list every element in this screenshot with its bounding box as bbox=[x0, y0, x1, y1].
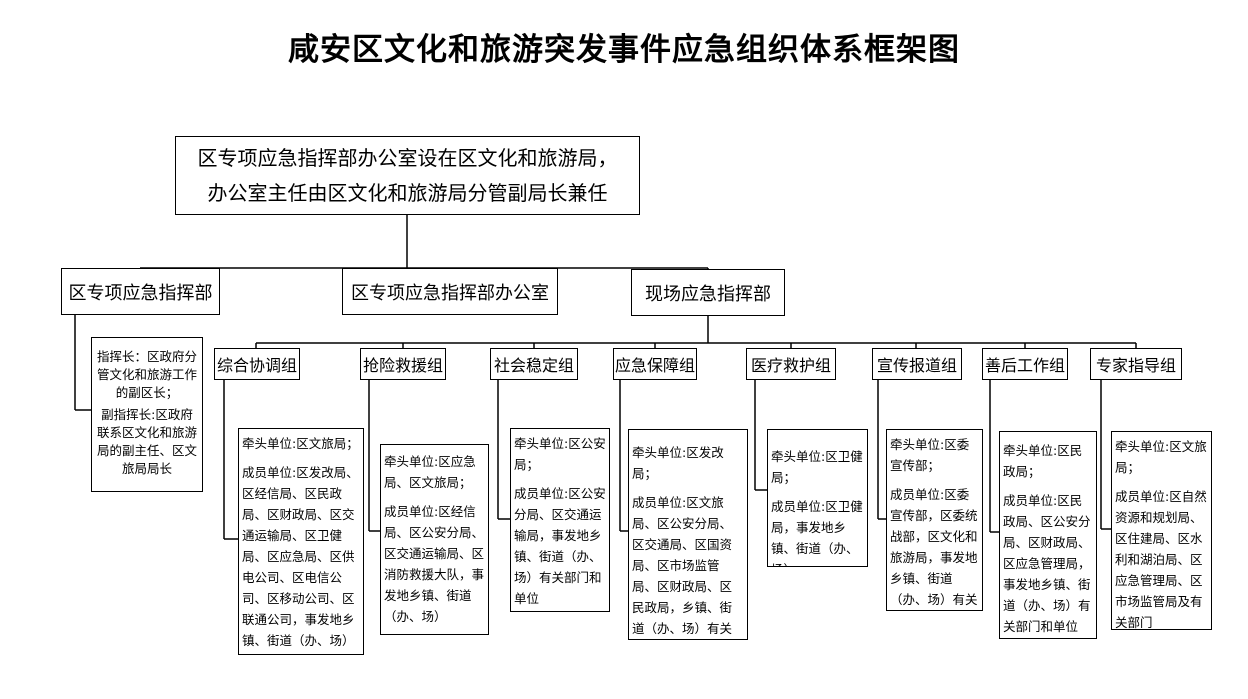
commander-text: 指挥长：区政府分管文化和旅游工作的副区长； bbox=[96, 349, 197, 400]
group-detail-coordination: 牵头单位:区文旅局； 成员单位:区发改局、区经信局、区民政局、区财政局、区交通运… bbox=[238, 428, 364, 655]
group-header-medical: 医疗救护组 bbox=[746, 348, 836, 380]
member-units-text: 成员单位:区文旅局、区公安分局、区交通局、区国资局、区市场监管局、区财政局、区民… bbox=[632, 495, 733, 636]
group-detail-rescue: 牵头单位:区应急局、区文旅局； 成员单位:区经信局、区公安分局、区交通运输局、区… bbox=[380, 444, 489, 635]
field-command-box: 现场应急指挥部 bbox=[631, 269, 785, 316]
lead-unit-text: 牵头单位:区文旅局； bbox=[242, 436, 359, 451]
member-units-text: 成员单位:区发改局、区经信局、区民政局、区财政局、区交通运输局、区卫健局、区应急… bbox=[242, 465, 359, 648]
office-header-line1: 区专项应急指挥部办公室设在区文化和旅游局， bbox=[197, 145, 618, 170]
office-header-box: 区专项应急指挥部办公室设在区文化和旅游局， 办公室主任由区文化和旅游局分管副局长… bbox=[175, 136, 640, 215]
group-header-stability: 社会稳定组 bbox=[490, 348, 578, 380]
group-detail-stability: 牵头单位:区公安局； 成员单位:区公安分局、区交通运输局，事发地乡镇、街道（办、… bbox=[510, 428, 610, 612]
member-units-text: 成员单位:区委宣传部，区委统战部，区文化和旅游局，事发地乡镇、街道（办、场）有关… bbox=[890, 487, 978, 607]
member-units-text: 成员单位:区民政局、区公安分局、区财政局、区应急管理局，事发地乡镇、街道（办、场… bbox=[1003, 493, 1091, 634]
office-header-line2: 办公室主任由区文化和旅游局分管副局长兼任 bbox=[207, 180, 608, 205]
lead-unit-text: 牵头单位:区应急局、区文旅局； bbox=[384, 454, 476, 490]
lead-unit-text: 牵头单位:区文旅局； bbox=[1115, 439, 1207, 475]
group-header-aftermath: 善后工作组 bbox=[982, 348, 1068, 380]
command-detail-box: 指挥长：区政府分管文化和旅游工作的副区长； 副指挥长:区政府联系区文化和旅游局的… bbox=[91, 337, 203, 492]
group-header-experts: 专家指导组 bbox=[1090, 348, 1182, 380]
command-office-box: 区专项应急指挥部办公室 bbox=[342, 268, 558, 315]
member-units-text: 成员单位:区卫健局，事发地乡镇、街道（办、场） bbox=[771, 499, 863, 566]
member-units-text: 成员单位:区自然资源和规划局、区住建局、区水利和湖泊局、区应急管理局、区市场监管… bbox=[1115, 489, 1207, 630]
group-detail-medical: 牵头单位:区卫健局； 成员单位:区卫健局，事发地乡镇、街道（办、场） bbox=[767, 429, 868, 567]
deputy-commander-text: 副指挥长:区政府联系区文化和旅游局的副主任、区文旅局局长 bbox=[96, 407, 197, 476]
group-detail-support: 牵头单位:区发改局； 成员单位:区文旅局、区公安分局、区交通局、区国资局、区市场… bbox=[628, 429, 748, 640]
lead-unit-text: 牵头单位:区委宣传部； bbox=[890, 437, 970, 473]
lead-unit-text: 牵头单位:区卫健局； bbox=[771, 449, 863, 485]
group-detail-publicity: 牵头单位:区委宣传部； 成员单位:区委宣传部，区委统战部，区文化和旅游局，事发地… bbox=[886, 429, 983, 611]
group-header-support: 应急保障组 bbox=[613, 348, 697, 380]
group-detail-aftermath: 牵头单位:区民政局； 成员单位:区民政局、区公安分局、区财政局、区应急管理局，事… bbox=[999, 431, 1097, 639]
group-detail-experts: 牵头单位:区文旅局； 成员单位:区自然资源和规划局、区住建局、区水利和湖泊局、区… bbox=[1111, 431, 1212, 630]
group-header-publicity: 宣传报道组 bbox=[872, 348, 962, 380]
member-units-text: 成员单位:区公安分局、区交通运输局，事发地乡镇、街道（办、场）有关部门和单位 bbox=[514, 486, 606, 606]
group-header-rescue: 抢险救援组 bbox=[360, 348, 446, 380]
command-box: 区专项应急指挥部 bbox=[61, 268, 220, 315]
page-title: 咸安区文化和旅游突发事件应急组织体系框架图 bbox=[288, 32, 960, 68]
member-units-text: 成员单位:区经信局、区公安分局、区交通运输局、区消防救援大队，事发地乡镇、街道（… bbox=[384, 504, 485, 624]
lead-unit-text: 牵头单位:区发改局； bbox=[632, 445, 724, 481]
group-header-coordination: 综合协调组 bbox=[214, 348, 300, 380]
lead-unit-text: 牵头单位:区公安局； bbox=[514, 436, 606, 472]
lead-unit-text: 牵头单位:区民政局； bbox=[1003, 443, 1083, 479]
